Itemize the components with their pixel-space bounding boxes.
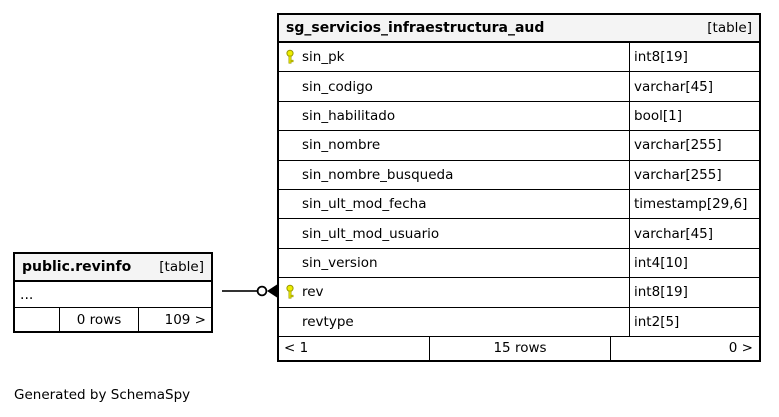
- table-title[interactable]: sg_servicios_infraestructura_aud: [286, 20, 545, 36]
- column-type: varchar[255]: [634, 137, 722, 154]
- table-row: sin_nombre varchar[255]: [279, 131, 759, 161]
- arrowhead-icon: [267, 284, 277, 298]
- table-entity-public-revinfo[interactable]: public.revinfo [table] ... 0 rows 109 >: [13, 252, 213, 333]
- table-row: sin_version int4[10]: [279, 248, 759, 279]
- table-type-badge: [table]: [159, 259, 204, 275]
- row-count: 15 rows: [430, 336, 611, 360]
- children-count[interactable]: 0 >: [728, 340, 753, 357]
- collapsed-columns-row: ...: [15, 282, 211, 308]
- column-type: int2[5]: [634, 313, 680, 330]
- table-row: sin_ult_mod_usuario varchar[45]: [279, 219, 759, 249]
- column-type: timestamp[29,6]: [634, 196, 748, 213]
- table-header: public.revinfo [table]: [15, 254, 211, 282]
- parents-count: [15, 308, 60, 331]
- table-footer: < 1 15 rows 0 >: [279, 336, 759, 360]
- table-row: sin_habilitado bool[1]: [279, 101, 759, 132]
- column-type: bool[1]: [634, 107, 682, 124]
- children-count[interactable]: 109 >: [164, 311, 206, 328]
- column-name: sin_codigo: [302, 78, 373, 95]
- table-header: sg_servicios_infraestructura_aud [table]: [279, 15, 759, 43]
- foreign-key-connector: [222, 284, 277, 298]
- column-name-cell: sin_ult_mod_fecha: [279, 189, 630, 219]
- column-name: sin_version: [302, 254, 378, 271]
- column-name-cell: rev: [279, 278, 630, 307]
- table-row: rev int8[19]: [279, 278, 759, 308]
- zero-or-one-marker: [256, 285, 268, 297]
- column-name: sin_ult_mod_usuario: [302, 225, 440, 242]
- primary-key-icon: [285, 49, 302, 65]
- column-name-cell: sin_habilitado: [279, 101, 630, 131]
- table-row: sin_codigo varchar[45]: [279, 72, 759, 102]
- column-name-cell: sin_ult_mod_usuario: [279, 219, 630, 248]
- column-name: sin_pk: [302, 49, 345, 66]
- column-type: varchar[45]: [634, 78, 714, 95]
- column-name-cell: sin_pk: [279, 43, 630, 72]
- column-name-cell: sin_codigo: [279, 72, 630, 101]
- column-type: int8[19]: [634, 49, 688, 66]
- generated-by-credit: Generated by SchemaSpy: [14, 387, 191, 403]
- column-name-cell: revtype: [279, 307, 630, 336]
- column-name-cell: sin_version: [279, 248, 630, 278]
- primary-key-icon: [285, 284, 302, 300]
- column-name: revtype: [302, 313, 354, 330]
- column-type: int4[10]: [634, 254, 688, 271]
- table-row: sin_ult_mod_fecha timestamp[29,6]: [279, 189, 759, 220]
- table-row: revtype int2[5]: [279, 307, 759, 337]
- column-name-cell: sin_nombre: [279, 131, 630, 160]
- table-row: sin_nombre_busqueda varchar[255]: [279, 160, 759, 190]
- column-type: int8[19]: [634, 284, 688, 301]
- table-row: sin_pk int8[19]: [279, 43, 759, 73]
- column-name: sin_habilitado: [302, 107, 396, 124]
- parents-count[interactable]: < 1: [279, 336, 430, 360]
- table-type-badge: [table]: [707, 20, 752, 36]
- column-name: sin_nombre: [302, 137, 381, 154]
- column-type: varchar[255]: [634, 166, 722, 183]
- row-count: 0 rows: [60, 308, 139, 331]
- table-title[interactable]: public.revinfo: [22, 259, 132, 275]
- column-name: sin_ult_mod_fecha: [302, 196, 427, 213]
- table-entity-sg-servicios-infraestructura-aud[interactable]: sg_servicios_infraestructura_aud [table]…: [277, 13, 761, 362]
- column-type: varchar[45]: [634, 225, 714, 242]
- column-name: sin_nombre_busqueda: [302, 166, 454, 183]
- column-name-cell: sin_nombre_busqueda: [279, 160, 630, 189]
- column-name: rev: [302, 284, 324, 301]
- table-footer: 0 rows 109 >: [15, 308, 211, 331]
